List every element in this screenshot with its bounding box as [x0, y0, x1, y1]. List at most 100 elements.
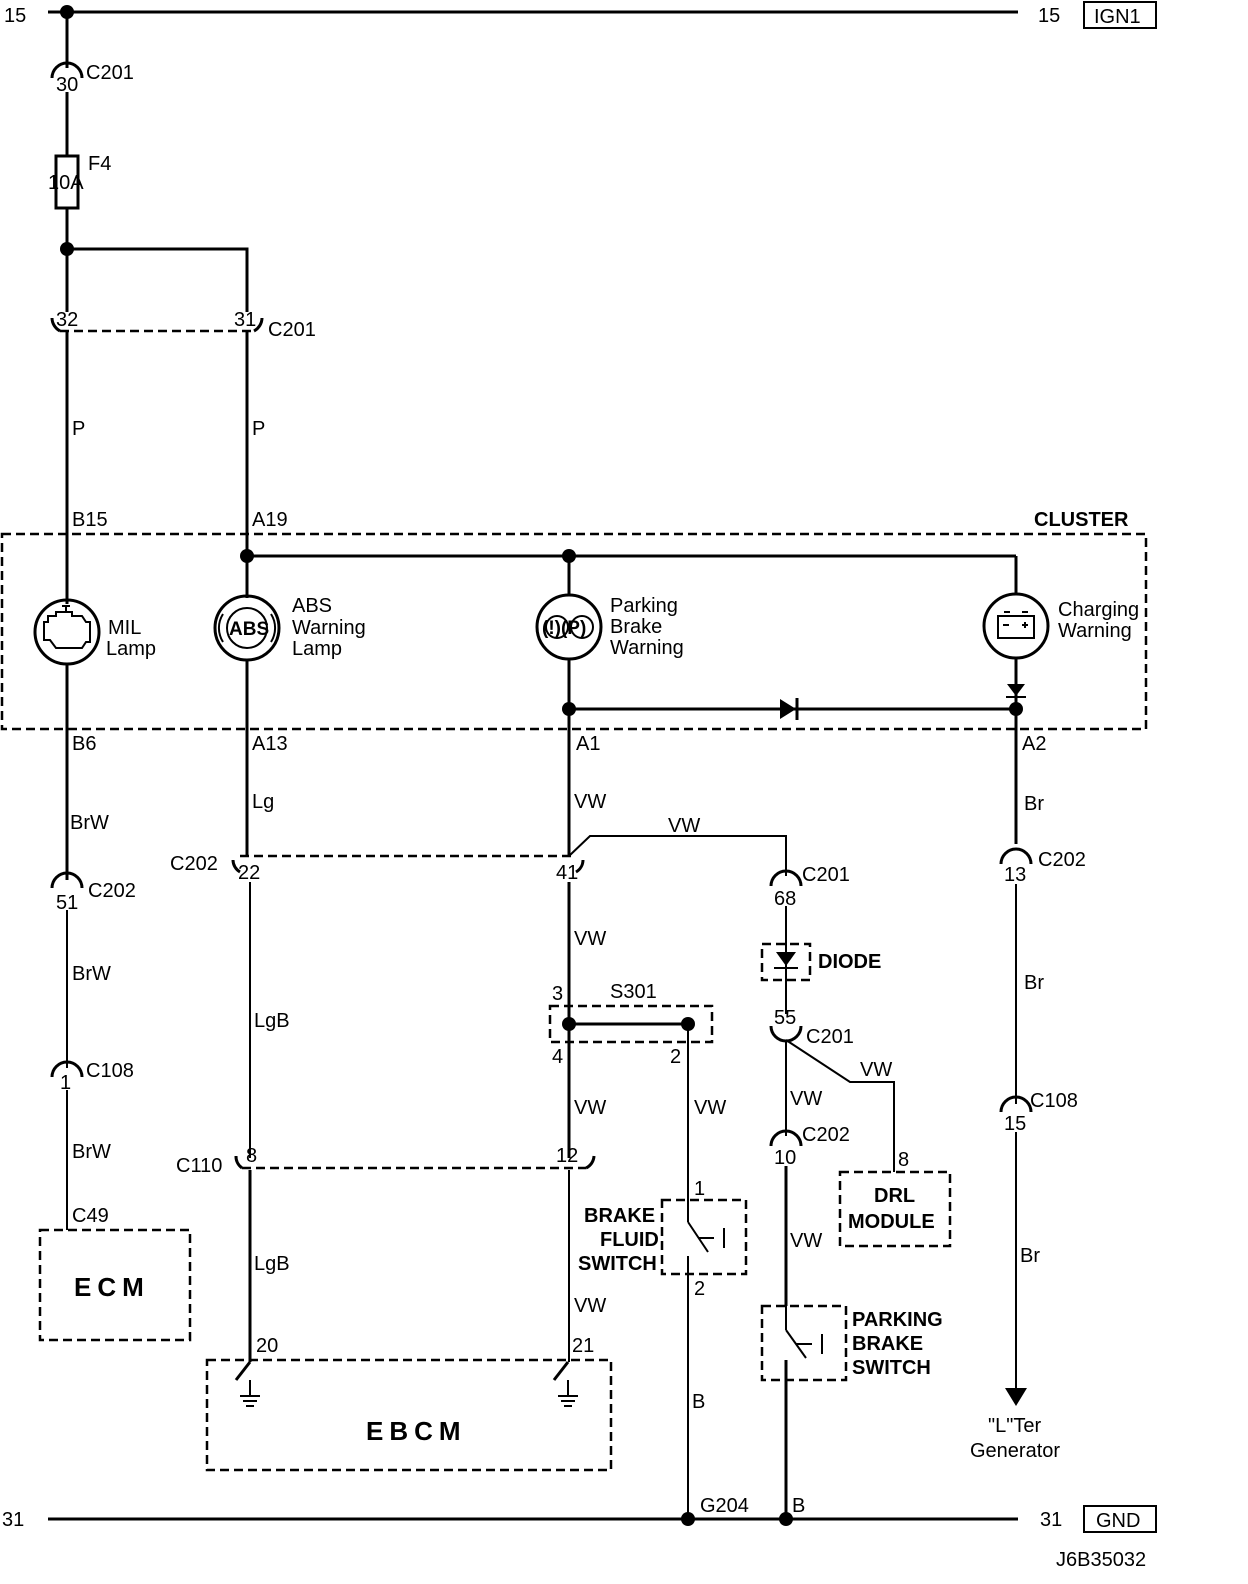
ecm-pin-c49: C49 [72, 1205, 109, 1227]
rail-top-right-num: 15 [1038, 5, 1060, 27]
c201-pin30: 30 [56, 74, 78, 96]
cluster-pin-a1: A1 [576, 733, 600, 755]
c108-pin15-name: C108 [1030, 1090, 1078, 1112]
abs-icon: ABS [217, 607, 277, 649]
rail-top-left-num: 15 [4, 5, 26, 27]
battery-icon [997, 611, 1035, 639]
abs-icon-text: ABS [229, 619, 269, 640]
bfs-pin2: 2 [694, 1278, 705, 1300]
c202-pin13: 13 [1004, 864, 1026, 886]
c201-split-name: C201 [268, 319, 316, 341]
ebcm-ground-icon-20 [234, 1361, 260, 1407]
abs-to-ebcm-circuit: Lg C202 22 41 LgB C110 8 12 LgB EBCM 20 … [170, 791, 613, 1472]
c201-pin68: 68 [774, 888, 796, 910]
wire-brw-3: BrW [72, 1141, 111, 1163]
c108-pin1: 1 [60, 1072, 71, 1094]
wire-vw-5: VW [574, 1295, 606, 1317]
c202-pin10-name: C202 [802, 1124, 850, 1146]
wire-lg: Lg [252, 791, 274, 813]
engine-icon [43, 605, 91, 649]
c202-pin22: 22 [238, 862, 260, 884]
c110-pin12: 12 [556, 1145, 578, 1167]
c202-pin13-name: C202 [1038, 849, 1086, 871]
wire-brw-2: BrW [72, 963, 111, 985]
ebcm-ground-icon-21 [552, 1361, 578, 1407]
mil-label-1: MIL [108, 617, 141, 639]
splice-pin3: 3 [552, 983, 563, 1005]
generator-arrow-icon [1005, 1388, 1027, 1406]
wire-br-2: Br [1024, 972, 1044, 994]
c201-pin68-name: C201 [802, 864, 850, 886]
drl-circuit: 68 C201 DIODE 55 C201 VW VW 8 DRL MODULE… [760, 864, 952, 1519]
wire-vw-6: VW [694, 1097, 726, 1119]
abs-label-1: ABS [292, 595, 332, 617]
ebcm-pin21: 21 [572, 1335, 594, 1357]
splice-pin2: 2 [670, 1046, 681, 1068]
parking-label-3: Warning [610, 637, 684, 659]
ign1-rail: 15 15 IGN1 [4, 1, 1157, 29]
cluster-pin-a19: A19 [252, 509, 288, 531]
drl-label-1: DRL [874, 1185, 915, 1207]
generator-label-2: Generator [970, 1440, 1060, 1462]
parking-icon-text: (!)(P) [542, 618, 586, 639]
splice-pin4: 4 [552, 1046, 563, 1068]
bfs-label-2: FLUID [600, 1229, 659, 1251]
parking-brake-icon: (!)(P) [542, 615, 594, 639]
gnd-rail: 31 31 GND G204 B [2, 1495, 1157, 1533]
wire-vw-2: VW [668, 815, 700, 837]
wire-vw-1: VW [574, 791, 606, 813]
cluster-pin-b6: B6 [72, 733, 96, 755]
rail-bottom-left-num: 31 [2, 1509, 24, 1531]
c201-pin31: 31 [234, 309, 256, 331]
fuse-f4-rating: 10A [48, 172, 84, 194]
bfs-label-1: BRAKE [584, 1205, 655, 1227]
c201-pin55-name: C201 [806, 1026, 854, 1048]
c108-pin1-name: C108 [86, 1060, 134, 1082]
rail-bottom-right-num: 31 [1040, 1509, 1062, 1531]
c202-split-name: C202 [170, 853, 218, 875]
drl-diode-icon [774, 952, 798, 969]
wire-vw-4: VW [574, 1097, 606, 1119]
c202-pin51-name: C202 [88, 880, 136, 902]
mil-lamp: MIL Lamp [33, 598, 156, 666]
wire-b: B [692, 1391, 705, 1413]
pbs-label-2: BRAKE [852, 1333, 923, 1355]
ecm-label: ECM [74, 1272, 150, 1302]
c110-name: C110 [176, 1155, 222, 1177]
wire-p-mil: P [72, 418, 85, 440]
abs-label-2: Warning [292, 617, 366, 639]
drl-pin8: 8 [898, 1149, 909, 1171]
charging-label-1: Charging [1058, 599, 1139, 621]
parking-brake-circuit: VW VW VW S301 3 4 2 VW VW VW 1 2 BRAKE F… [548, 791, 787, 1519]
parking-label-1: Parking [610, 595, 678, 617]
generator-label-1: "L"Ter [988, 1415, 1041, 1437]
c201-pin32: 32 [56, 309, 78, 331]
cluster-title: CLUSTER [1034, 509, 1129, 531]
wire-lgb-2: LgB [254, 1253, 290, 1275]
ebcm-pin20: 20 [256, 1335, 278, 1357]
wire-br-1: Br [1024, 793, 1044, 815]
charging-label-2: Warning [1058, 620, 1132, 642]
c110-pin8: 8 [246, 1145, 257, 1167]
ebcm-label: EBCM [366, 1416, 467, 1446]
ign1-label: IGN1 [1094, 6, 1141, 28]
wire-lgb-1: LgB [254, 1010, 290, 1032]
drl-label-2: MODULE [848, 1211, 935, 1233]
c202-pin41: 41 [556, 862, 578, 884]
mil-to-ecm-circuit: BrW 51 C202 BrW 1 C108 BrW C49 ECM [38, 812, 192, 1342]
ground-wire-label: B [792, 1495, 805, 1517]
charging-warning-lamp: Charging Warning [982, 592, 1139, 660]
abs-label-3: Lamp [292, 638, 342, 660]
generator-circuit: Br 13 C202 Br 15 C108 Br "L"Ter Generato… [970, 793, 1086, 1462]
figure-id: J6B35032 [1056, 1549, 1146, 1571]
pbs-label-3: SWITCH [852, 1357, 931, 1379]
wire-vw-7: VW [790, 1088, 822, 1110]
wire-brw-1: BrW [70, 812, 109, 834]
c202-pin51: 51 [56, 892, 78, 914]
internal-diode-icon [780, 698, 799, 720]
wire-vw-8: VW [860, 1059, 892, 1081]
parking-brake-switch-icon [785, 1306, 823, 1359]
parking-label-2: Brake [610, 616, 662, 638]
ground-node-label: G204 [700, 1495, 749, 1517]
pbs-label-1: PARKING [852, 1309, 943, 1331]
